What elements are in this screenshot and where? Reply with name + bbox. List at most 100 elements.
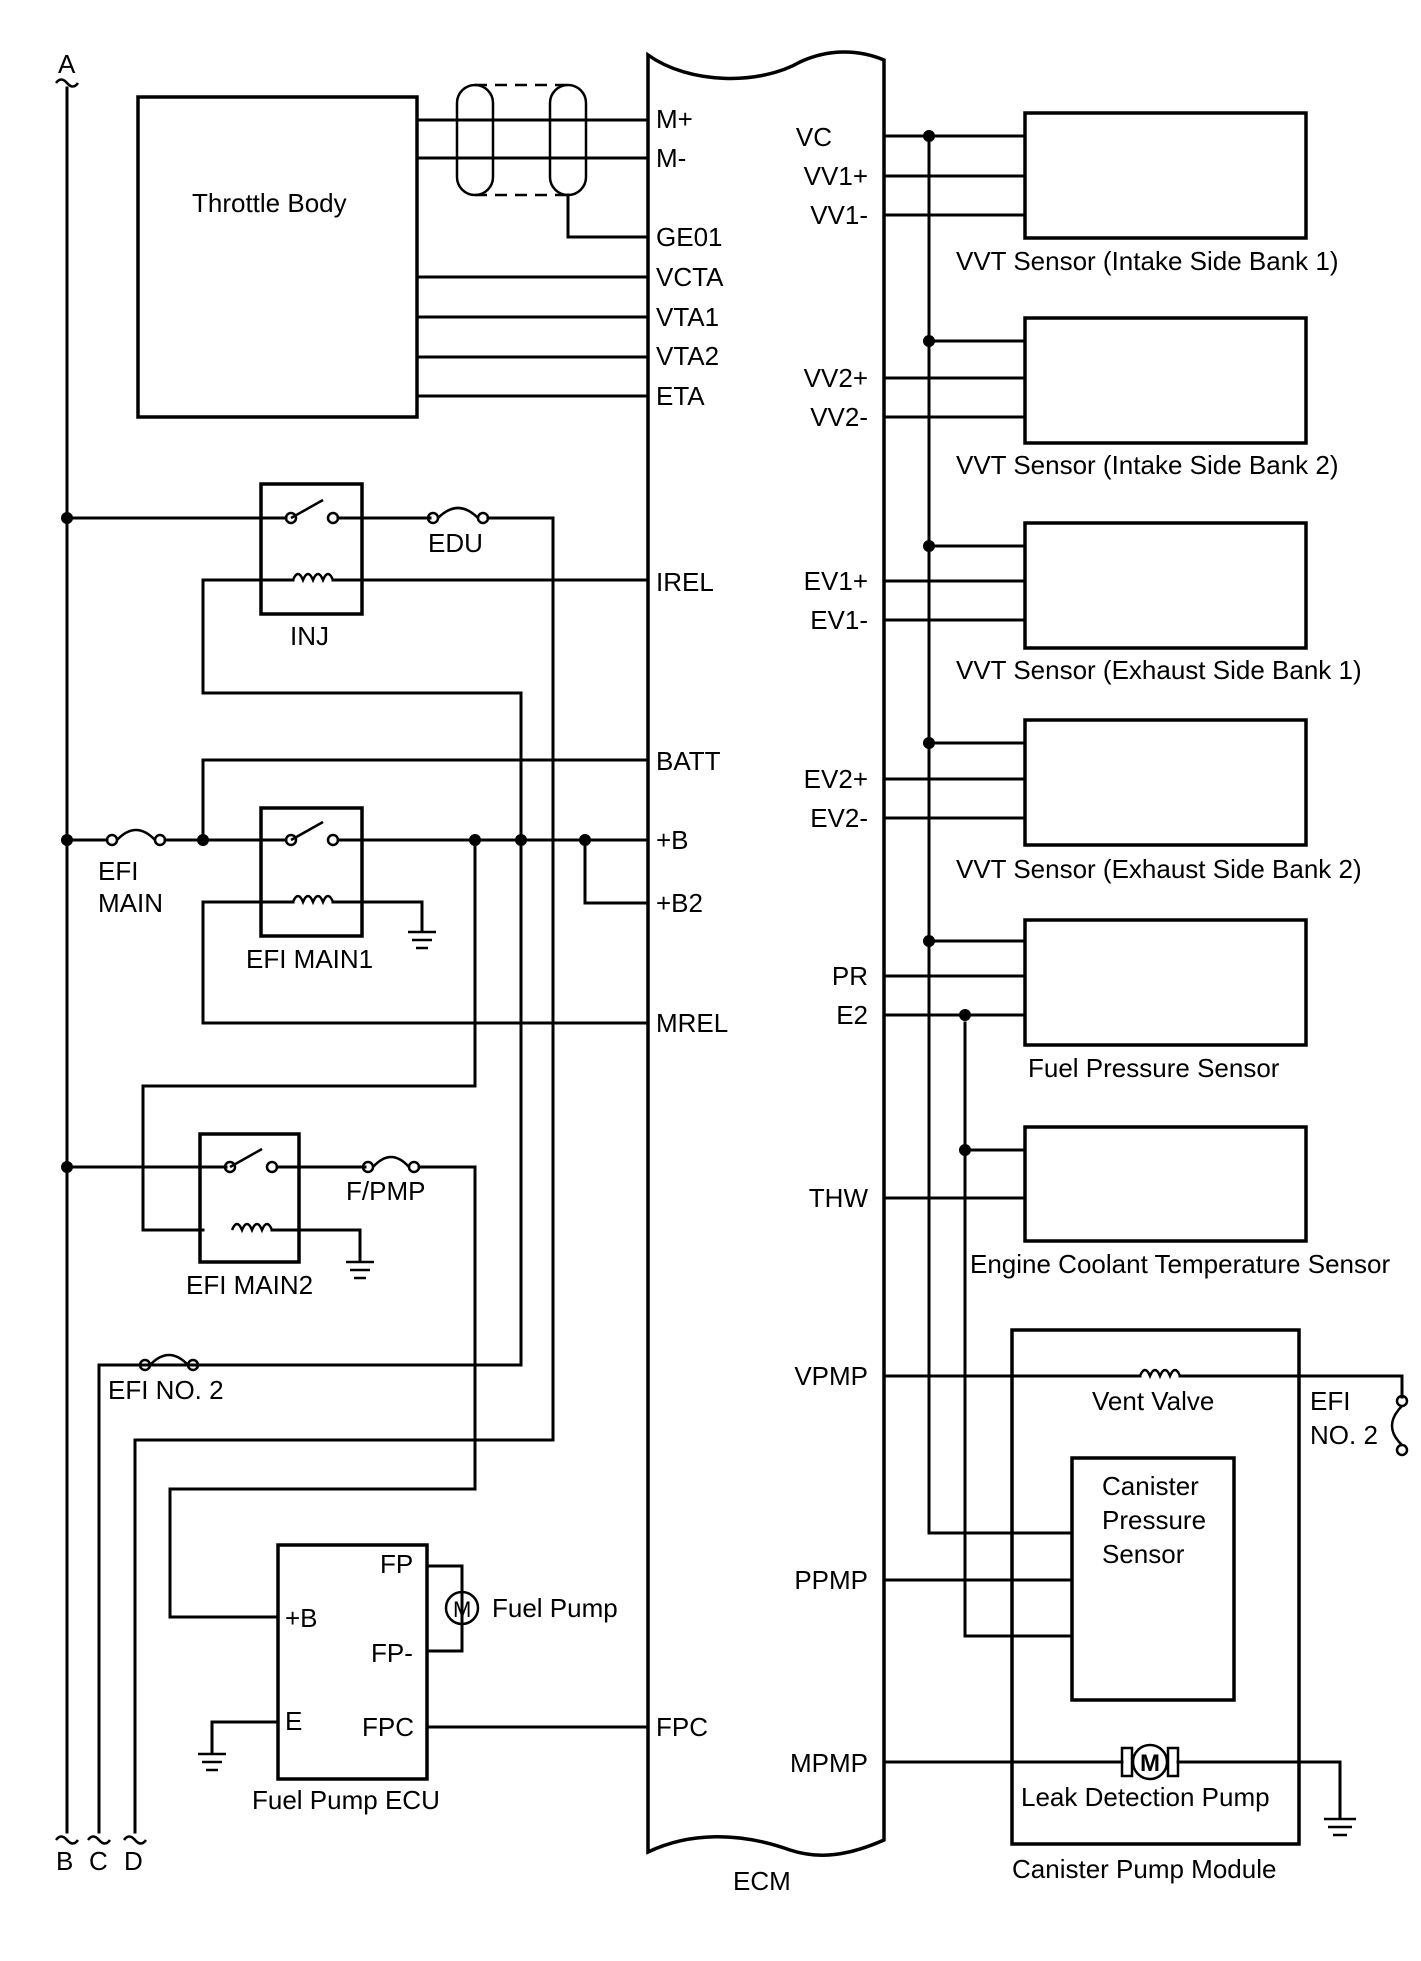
fp-ecu-pin-fp: FP: [380, 1549, 413, 1579]
pin-vv1-minus: VV1-: [810, 200, 868, 230]
pin-vv2-plus: VV2+: [804, 363, 868, 393]
pin-vpmp: VPMP: [794, 1361, 868, 1391]
efi-main2-switch-icon: [223, 1147, 279, 1174]
inj-relay-switch-icon: [284, 498, 340, 525]
pin-mpmp: MPMP: [790, 1748, 868, 1778]
leak-detection-pump-label: Leak Detection Pump: [1021, 1782, 1270, 1812]
leak-pump-motor-symbol: M: [1140, 1750, 1160, 1777]
throttle-body-label: Throttle Body: [192, 188, 347, 218]
pin-m-minus: M-: [656, 143, 686, 173]
pin-vc: VC: [796, 122, 832, 152]
pin-vv1-plus: VV1+: [804, 161, 868, 191]
efi-main1-switch-icon: [284, 820, 340, 847]
pin-plus-b: +B: [656, 825, 689, 855]
ground-icon-efi-main1: [408, 930, 436, 950]
wire-fpmp-to-fp-ecu: [168, 1165, 477, 1619]
inj-relay-label: INJ: [290, 621, 329, 651]
pin-plus-b2: +B2: [656, 888, 703, 918]
efi-main1-coil-icon: [291, 894, 335, 906]
canister-sensor-label-3: Sensor: [1102, 1539, 1185, 1569]
inj-relay-box: [259, 482, 364, 616]
junction-dots-left: [61, 512, 591, 1173]
connector-a-break: [54, 78, 80, 88]
fp-ecu-pin-fpc: FPC: [362, 1712, 414, 1742]
connector-b-label: B: [56, 1846, 73, 1876]
efi-main-fuse-label-1: EFI: [98, 856, 138, 886]
efi-main1-label: EFI MAIN1: [246, 944, 373, 974]
efi-no2-fuse-icon: [138, 1353, 200, 1372]
efi-main-fuse-label-2: MAIN: [98, 888, 163, 918]
wire-mpmp-right-gnd: [1176, 1760, 1342, 1819]
vvt-intake-bank1-label: VVT Sensor (Intake Side Bank 1): [956, 246, 1339, 276]
fuel-pump-motor-symbol: M: [453, 1597, 471, 1622]
efi-main1-relay-box: [259, 806, 364, 938]
ground-icon-fp-ecu: [198, 1752, 226, 1772]
canister-pump-module-label: Canister Pump Module: [1012, 1854, 1276, 1884]
vvt-exhaust-bank1-box: [1023, 521, 1308, 650]
connector-d-label: D: [124, 1846, 143, 1876]
ground-icon-leak-pump: [1324, 1817, 1356, 1837]
fuel-pump-ecu-box: [276, 1543, 429, 1781]
pin-irel: IREL: [656, 567, 714, 597]
efi-main2-label: EFI MAIN2: [186, 1270, 313, 1300]
pin-vta1: VTA1: [656, 302, 719, 332]
leak-detection-pump-motor-icon: M: [1120, 1743, 1180, 1781]
edu-fuse-label: EDU: [428, 528, 483, 558]
efi-no2-right-label-2: NO. 2: [1310, 1420, 1378, 1450]
connector-c-break: [86, 1835, 112, 1845]
wire-plus-b2: [583, 838, 650, 905]
vvt-exhaust-bank2-box: [1023, 718, 1308, 847]
fp-ecu-pin-plus-b: +B: [285, 1603, 318, 1633]
vvt-intake-bank2-box: [1023, 316, 1308, 445]
pin-vv2-minus: VV2-: [810, 402, 868, 432]
wire-vpmp-right: [1178, 1374, 1404, 1399]
wire-inj-coil-left: [97, 578, 523, 1367]
pin-thw: THW: [809, 1183, 869, 1213]
wire-ge01: [566, 193, 650, 239]
efi-main-fuse-icon: [105, 828, 167, 847]
inj-relay-coil-icon: [291, 572, 335, 584]
connector-c-label: C: [89, 1846, 108, 1876]
pin-ev1-minus: EV1-: [810, 605, 868, 635]
pin-vta2: VTA2: [656, 341, 719, 371]
efi-main2-coil-icon: [230, 1222, 274, 1234]
pin-fpc: FPC: [656, 1712, 708, 1742]
pin-ev1-plus: EV1+: [804, 566, 868, 596]
connector-d-break: [122, 1835, 148, 1845]
efi-no2-right-fuse-icon: [1390, 1394, 1409, 1457]
pin-vcta: VCTA: [656, 262, 724, 292]
shielded-cable: [455, 83, 588, 197]
pin-ev2-plus: EV2+: [804, 764, 868, 794]
pin-ppmp: PPMP: [794, 1565, 868, 1595]
pin-pr: PR: [832, 961, 868, 991]
vent-valve-coil-icon: [1138, 1368, 1182, 1380]
wire-efi-main1-coil-gnd: [331, 900, 424, 932]
vvt-exhaust-bank1-label: VVT Sensor (Exhaust Side Bank 1): [956, 655, 1362, 685]
efi-main2-relay-box: [198, 1132, 301, 1264]
wire-edu-down: [133, 516, 555, 1442]
connector-b-break: [54, 1835, 80, 1845]
fpmp-fuse-icon: [361, 1155, 421, 1174]
fuel-pump-label: Fuel Pump: [492, 1593, 618, 1623]
ecm-label: ECM: [733, 1866, 791, 1896]
throttle-body-box: [136, 95, 419, 419]
ground-icon-efi-main2: [346, 1260, 374, 1280]
ecm-outline: [646, 50, 886, 1857]
wire-fp-motor: [425, 1564, 464, 1653]
pin-ge01: GE01: [656, 222, 723, 252]
pin-e2: E2: [836, 1000, 868, 1030]
wire-efi-main2-coil-gnd: [270, 1228, 362, 1262]
fuel-pump-ecu-label: Fuel Pump ECU: [252, 1785, 440, 1815]
fuel-pressure-sensor-label: Fuel Pressure Sensor: [1028, 1053, 1280, 1083]
pin-ev2-minus: EV2-: [810, 803, 868, 833]
vvt-intake-bank1-box: [1023, 111, 1308, 240]
pin-mrel: MREL: [656, 1008, 728, 1038]
wire-fp-ecu-e-gnd: [210, 1720, 280, 1754]
wire-batt: [201, 758, 650, 842]
vvt-exhaust-bank2-label: VVT Sensor (Exhaust Side Bank 2): [956, 854, 1362, 884]
efi-no2-fuse-label: EFI NO. 2: [108, 1375, 224, 1405]
canister-sensor-label-1: Canister: [1102, 1471, 1199, 1501]
vvt-intake-bank2-label: VVT Sensor (Intake Side Bank 2): [956, 450, 1339, 480]
junction-dots-right: [923, 130, 971, 1156]
